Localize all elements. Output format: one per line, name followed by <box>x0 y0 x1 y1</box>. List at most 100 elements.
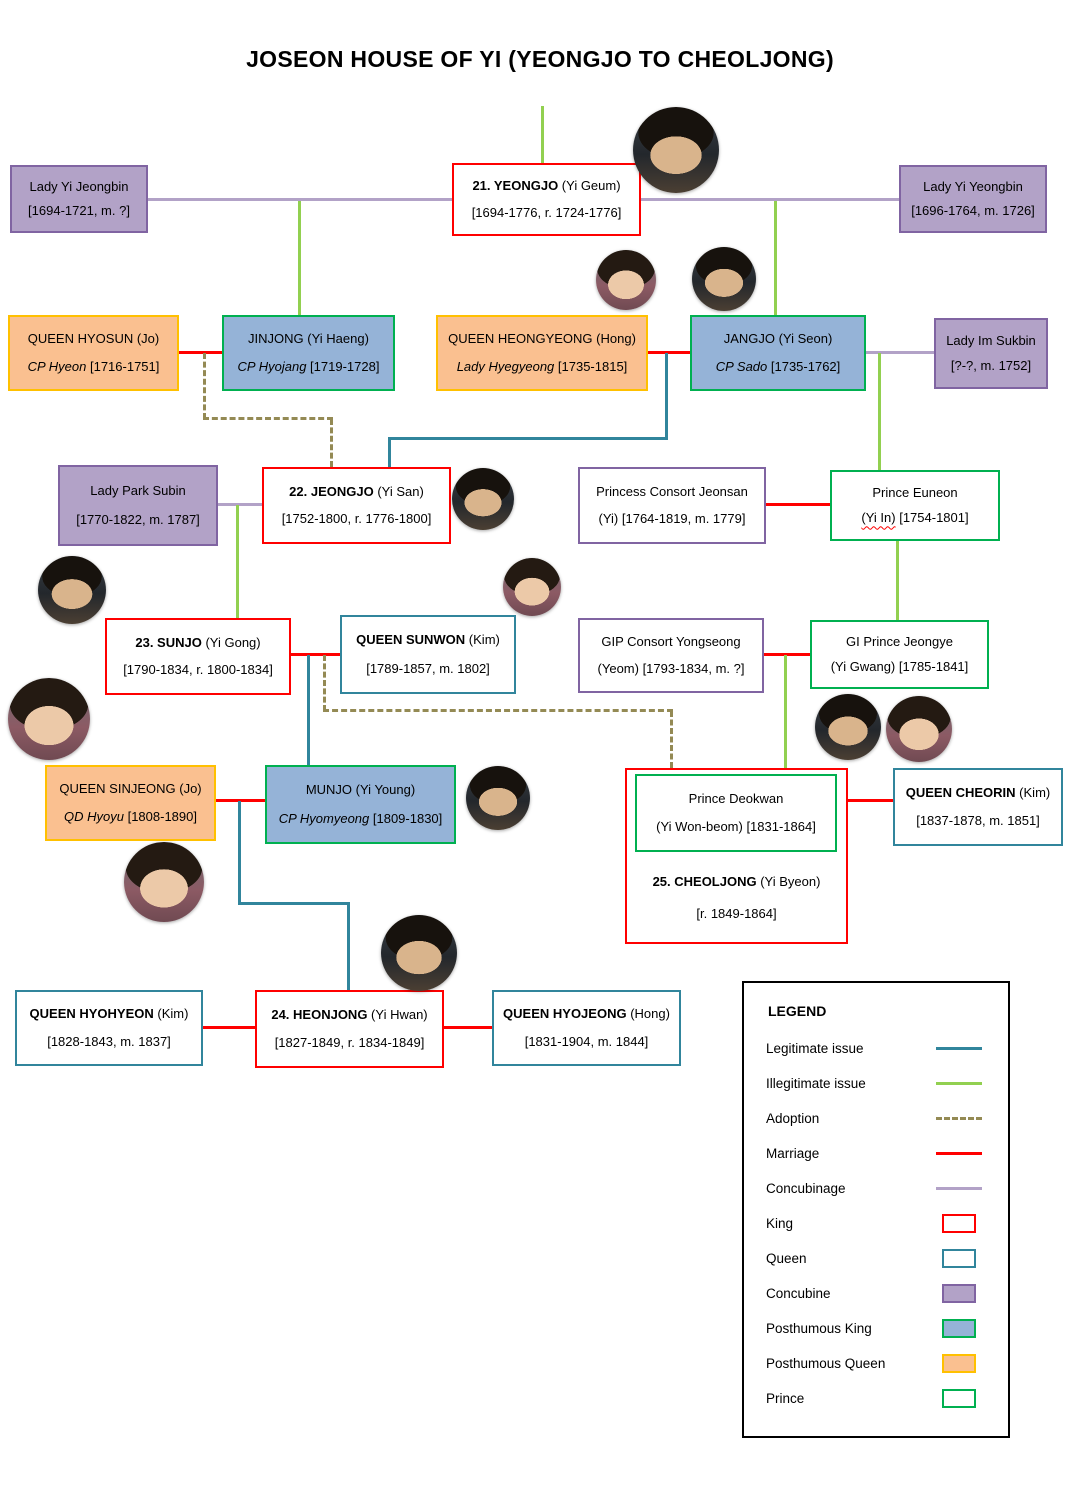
edge-marriage-sunjo-sunwon <box>291 653 340 656</box>
name-strong: QUEEN HYOHYEON <box>29 1006 154 1022</box>
legend-row-marriage: Marriage <box>758 1136 994 1171</box>
person-dates: [1770-1822, m. 1787] <box>76 512 200 528</box>
edge-illegitimate-jeongbin-jinjong <box>298 201 301 315</box>
legend-label: Posthumous King <box>766 1321 872 1336</box>
edge-illegitimate-into-yeongjo <box>541 106 544 163</box>
edge-concubinage-jangjo-sukbin <box>866 351 934 354</box>
person-name: Lady Yi Yeongbin <box>923 179 1023 195</box>
person-dates: [1696-1764, m. 1726] <box>911 203 1035 219</box>
edge-marriage-heonjong-hyojeong <box>444 1026 492 1029</box>
dates: [1754-1801] <box>895 510 969 526</box>
node-queen-heongyeong: QUEEN HEONGYEONG (Hong) Lady Hyegyeong [… <box>436 315 648 391</box>
person-dates: CP Hyojang [1719-1728] <box>238 359 380 375</box>
legend-swatch-wrap <box>932 1187 986 1190</box>
name-rest: (Yi Hwan) <box>367 1006 428 1022</box>
dates: [1808-1890] <box>123 808 197 824</box>
node-queen-sinjeong: QUEEN SINJEONG (Jo) QD Hyoyu [1808-1890] <box>45 765 216 841</box>
name-rest: (Kim) <box>153 1006 189 1022</box>
dates: [1716-1751] <box>86 358 160 374</box>
name-strong: 21. YEONGJO <box>472 178 559 194</box>
person-name: QUEEN CHEORIN (Kim) <box>906 785 1050 801</box>
edge-legitimate-munjo-heonjong-seg3 <box>347 904 350 990</box>
name-rest: (Yi Geum) <box>558 178 621 194</box>
edge-legitimate-sunjo-munjo <box>307 655 310 765</box>
person-name: 25. CHEOLJONG (Yi Byeon) <box>627 874 846 890</box>
legend-label: Marriage <box>766 1146 820 1161</box>
dates: [1789-1857, m. 1802] <box>366 660 490 676</box>
legend-row-adoption: Adoption <box>758 1101 994 1136</box>
legend-row-posthumous-king: Posthumous King <box>758 1311 994 1346</box>
legend-label: Concubinage <box>766 1181 846 1196</box>
node-munjo: MUNJO (Yi Young) CP Hyomyeong [1809-1830… <box>265 765 456 844</box>
person-dates: [1694-1721, m. ?] <box>28 203 130 219</box>
legend-swatch-posthumous-king-box <box>942 1319 976 1338</box>
legend-swatch-queen-box <box>942 1249 976 1268</box>
node-gip-consort-yongseong: GIP Consort Yongseong (Yeom) [1793-1834,… <box>578 618 764 693</box>
legend-swatch-wrap <box>932 1047 986 1050</box>
dates: [1831-1904, m. 1844] <box>524 1033 649 1049</box>
dates: (Yi Gwang) [1785-1841] <box>830 658 969 674</box>
legend-swatch-posthumous-queen-box <box>942 1354 976 1373</box>
edge-legitimate-jangjo-jeongjo-seg3 <box>388 439 391 467</box>
person-dates: (Yi) [1764-1819, m. 1779] <box>599 511 746 527</box>
name-rest: Lady Park Subin <box>90 482 186 498</box>
name-rest: QUEEN SINJEONG (Jo) <box>59 781 202 797</box>
portrait-cheoljong <box>815 694 881 760</box>
dates: (Yi) [1764-1819, m. 1779] <box>598 511 746 527</box>
person-dates: [1828-1843, m. 1837] <box>47 1034 171 1050</box>
portrait-heonjong <box>381 915 457 991</box>
person-dates: [1694-1776, r. 1724-1776] <box>472 205 622 221</box>
node-prince-deokwan: Prince Deokwan (Yi Won-beom) [1831-1864] <box>635 774 837 852</box>
legend-swatch-concubinage-line <box>936 1187 982 1190</box>
dates: [1735-1815] <box>554 358 628 374</box>
name-rest: (Yi Gong) <box>201 634 261 650</box>
person-name: Princess Consort Jeonsan <box>596 484 748 500</box>
node-jinjong: JINJONG (Yi Haeng) CP Hyojang [1719-1728… <box>222 315 395 391</box>
name-strong: QUEEN SUNWON <box>356 632 466 648</box>
edge-adoption-jinjong-jeongjo-seg2 <box>203 417 333 420</box>
name-strong: 23. SUNJO <box>135 634 202 650</box>
person-name: QUEEN SUNWON (Kim) <box>356 632 500 648</box>
person-dates: [1831-1904, m. 1844] <box>525 1034 649 1050</box>
dates: [1770-1822, m. 1787] <box>76 511 200 527</box>
legend-row-legitimate: Legitimate issue <box>758 1031 994 1066</box>
legend-swatch-legitimate-line <box>936 1047 982 1050</box>
legend-label: King <box>766 1216 794 1231</box>
portrait-sunjo <box>38 556 106 624</box>
person-dates: [1752-1800, r. 1776-1800] <box>282 511 432 527</box>
diagram-title: JOSEON HOUSE OF YI (YEONGJO TO CHEOLJONG… <box>246 46 834 72</box>
name-strong: 24. HEONJONG <box>271 1006 368 1022</box>
person-name: Lady Yi Jeongbin <box>29 179 128 195</box>
legend-swatch-wrap <box>932 1117 986 1120</box>
node-jeongjo: 22. JEONGJO (Yi San) [1752-1800, r. 1776… <box>262 467 451 544</box>
person-dates: (Yi In) [1754-1801] <box>861 510 968 526</box>
person-dates: (Yi Won-beom) [1831-1864] <box>656 819 816 835</box>
person-dates: (Yi Gwang) [1785-1841] <box>831 659 969 675</box>
dates: [1790-1834, r. 1800-1834] <box>123 662 273 678</box>
legend-swatch-marriage-line <box>936 1152 982 1155</box>
node-queen-sunwon: QUEEN SUNWON (Kim) [1789-1857, m. 1802] <box>340 615 516 694</box>
edge-marriage-cheoljong-cheorin <box>848 799 893 802</box>
edge-marriage-sinjeong-munjo <box>216 799 265 802</box>
legend-label: Posthumous Queen <box>766 1356 886 1371</box>
legend-row-posthumous-queen: Posthumous Queen <box>758 1346 994 1381</box>
node-queen-hyojeong: QUEEN HYOJEONG (Hong) [1831-1904, m. 184… <box>492 990 681 1066</box>
person-dates: CP Hyeon [1716-1751] <box>28 359 160 375</box>
edge-adoption-sunjo-cheoljong-seg3 <box>670 711 673 768</box>
dates: [1752-1800, r. 1776-1800] <box>281 511 432 527</box>
node-lady-yi-jeongbin: Lady Yi Jeongbin [1694-1721, m. ?] <box>10 165 148 233</box>
portrait-jeongjo <box>452 468 514 530</box>
person-name: MUNJO (Yi Young) <box>306 782 415 798</box>
name-rest: GI Prince Jeongye <box>846 633 953 649</box>
legend-row-concubine: Concubine <box>758 1276 994 1311</box>
node-gi-prince-jeongye: GI Prince Jeongye (Yi Gwang) [1785-1841] <box>810 620 989 689</box>
edge-illegitimate-euneon-jeongye <box>896 541 899 620</box>
node-queen-cheorin: QUEEN CHEORIN (Kim) [1837-1878, m. 1851] <box>893 768 1063 846</box>
person-name: 23. SUNJO (Yi Gong) <box>135 635 260 651</box>
legend-label: Adoption <box>766 1111 820 1126</box>
name-rest: (Kim) <box>465 632 500 648</box>
legend-row-illegitimate: Illegitimate issue <box>758 1066 994 1101</box>
dates: [1827-1849, r. 1834-1849] <box>274 1034 425 1050</box>
portrait-queen-dowager <box>124 842 204 922</box>
person-name: QUEEN HEONGYEONG (Hong) <box>448 331 636 347</box>
